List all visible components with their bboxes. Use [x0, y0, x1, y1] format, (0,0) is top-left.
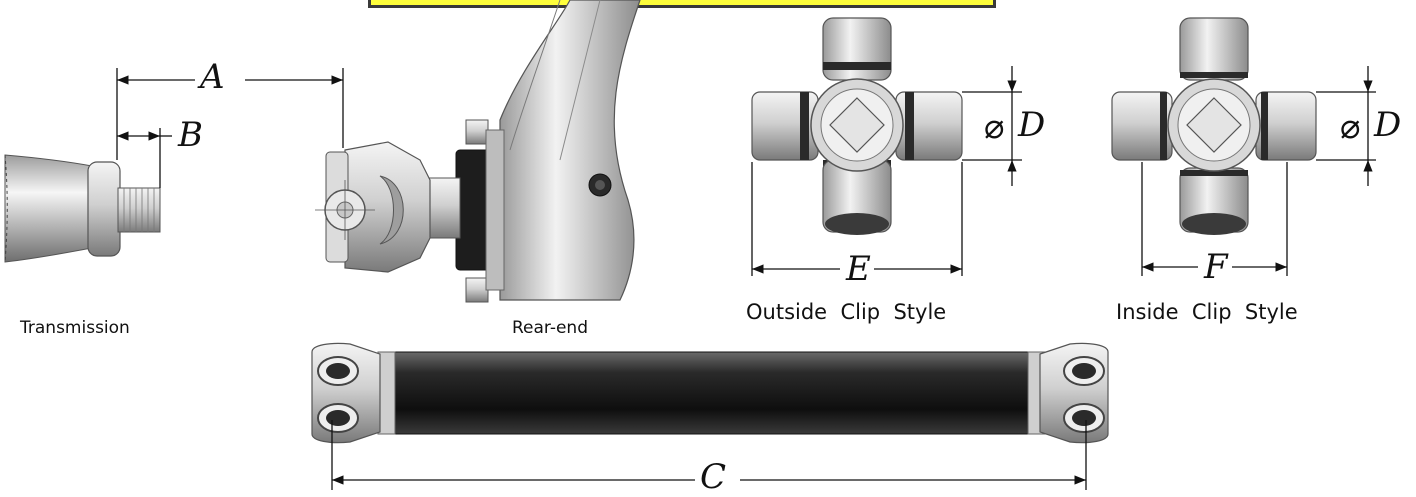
label-f: F — [1204, 247, 1228, 287]
label-d-inside: D — [1374, 105, 1402, 145]
label-e: E — [846, 249, 871, 289]
highlight-banner — [368, 0, 996, 8]
label-d-outside: D — [1018, 105, 1046, 145]
caption-transmission: Transmission — [20, 318, 130, 338]
caption-outside-clip-style: Outside Clip Style — [746, 300, 947, 324]
diameter-symbol-outside: ⌀ — [984, 107, 1005, 147]
label-a: A — [200, 57, 225, 97]
caption-rear-end: Rear-end — [512, 318, 588, 338]
diameter-symbol-inside: ⌀ — [1340, 107, 1361, 147]
transmission-housing — [4, 154, 161, 263]
label-b: B — [178, 115, 203, 155]
caption-inside-clip-style: Inside Clip Style — [1116, 300, 1298, 324]
dimension-lines — [116, 66, 1376, 490]
ujoint-outside-clip — [751, 17, 963, 235]
rear-end-housing — [315, 0, 641, 303]
ujoint-inside-clip — [1111, 17, 1317, 235]
driveshaft-assembly — [311, 342, 1109, 444]
label-c: C — [700, 457, 727, 497]
